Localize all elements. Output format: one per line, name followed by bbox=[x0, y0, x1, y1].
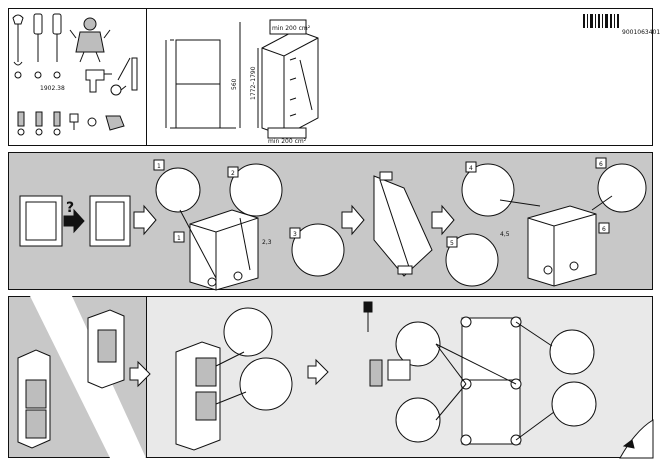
niche-height-label: 1772–1790 bbox=[250, 66, 257, 100]
insertion-group bbox=[17, 309, 151, 449]
step-2-label: 2 bbox=[231, 170, 235, 177]
screwdriver-icon bbox=[33, 13, 43, 79]
level-icon bbox=[131, 57, 138, 91]
step-5-label: 5 bbox=[450, 240, 454, 247]
drill-icon bbox=[85, 69, 112, 93]
step-6-label: 6 bbox=[599, 161, 603, 168]
wrench-icon bbox=[12, 14, 24, 79]
pencil-icon bbox=[117, 57, 131, 81]
dimensions-panel bbox=[146, 8, 653, 146]
step-3-label: 3 bbox=[293, 231, 297, 238]
niche-drawing bbox=[165, 19, 319, 139]
step-6-callout-label: 6 bbox=[602, 226, 606, 233]
step-1-label: 1 bbox=[157, 163, 161, 170]
tools-model-label: 1902.38 bbox=[40, 85, 65, 92]
tools-group bbox=[12, 13, 138, 136]
door-question-mark: ? bbox=[66, 200, 74, 216]
top-clearance-label: min 200 cm² bbox=[272, 25, 311, 32]
step-boxes bbox=[153, 157, 610, 248]
screwdriver-icon bbox=[52, 13, 62, 79]
step-4-label: 4 bbox=[469, 165, 473, 172]
document-code: 9001063401 bbox=[622, 29, 660, 36]
barcode bbox=[583, 14, 619, 28]
fixing-group bbox=[175, 301, 654, 459]
hinge-steps-group bbox=[155, 163, 647, 291]
bottom-clearance-label: min 200 cm² bbox=[268, 138, 307, 145]
door-change-group bbox=[19, 195, 157, 247]
fittings-group bbox=[17, 111, 125, 136]
step-1-callout-label: 1 bbox=[177, 235, 181, 242]
niche-width-label: 560 bbox=[231, 78, 238, 90]
tape-measure-icon bbox=[110, 84, 127, 96]
worker-icon bbox=[69, 17, 111, 63]
step-2-3-label: 2,3 bbox=[262, 239, 272, 246]
step-4-5-label: 4,5 bbox=[500, 231, 510, 238]
